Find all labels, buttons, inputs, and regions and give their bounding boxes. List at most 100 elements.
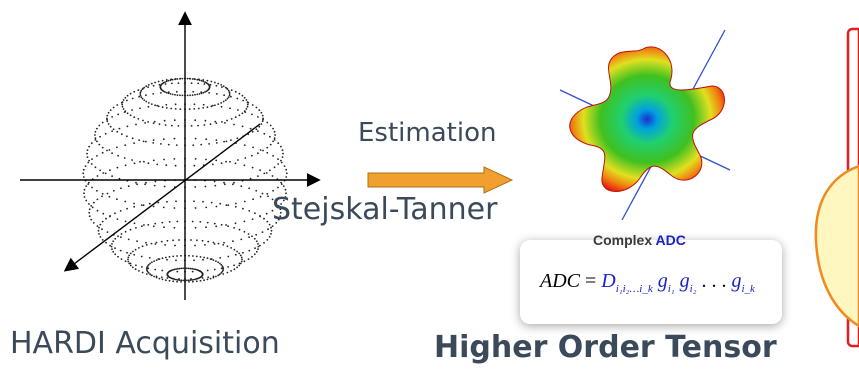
- sphere-dot: [133, 253, 136, 256]
- sphere-dot: [203, 124, 206, 126]
- sphere-dot: [186, 77, 189, 80]
- sphere-dot: [168, 221, 171, 223]
- sphere-dot: [91, 186, 93, 189]
- sphere-dot: [176, 279, 179, 281]
- sphere-dot: [144, 183, 147, 186]
- sphere-dot: [205, 206, 208, 209]
- sphere-dot: [257, 130, 259, 133]
- sphere-dot: [222, 85, 225, 88]
- sphere-dot: [255, 106, 258, 109]
- sphere-dot: [263, 172, 266, 175]
- sphere-dot: [101, 195, 103, 198]
- eq-gk-sub: i_k: [741, 283, 755, 295]
- sphere-dot: [192, 280, 194, 283]
- sphere-dot: [192, 90, 195, 93]
- sphere-dot: [242, 99, 245, 102]
- sphere-dot: [233, 268, 236, 271]
- sphere-dot: [208, 85, 211, 87]
- sphere-dot: [199, 221, 202, 223]
- sphere-dot: [244, 157, 247, 159]
- sphere-dot: [161, 269, 164, 272]
- sphere-dot: [150, 274, 153, 277]
- sphere-dot: [157, 258, 160, 260]
- sphere-dot: [157, 80, 160, 83]
- sphere-dot: [118, 127, 121, 130]
- sphere-dot: [180, 281, 182, 283]
- sphere-dot: [227, 255, 230, 258]
- sphere-dot: [191, 279, 194, 281]
- sphere-dot: [213, 243, 216, 245]
- sphere-dot: [126, 125, 129, 128]
- sphere-dot: [164, 91, 166, 93]
- sphere-dot: [131, 97, 134, 100]
- sphere-dot: [202, 103, 205, 106]
- adc-caption-highlight: ADC: [655, 232, 686, 248]
- sphere-dot: [155, 259, 158, 261]
- sphere-dot: [167, 92, 170, 95]
- sphere-dot: [116, 146, 118, 149]
- sphere-dot: [169, 93, 172, 95]
- sphere-dot: [227, 89, 230, 92]
- sphere-dot: [208, 143, 211, 145]
- sphere-dot: [198, 93, 201, 95]
- sphere-dot: [126, 94, 129, 97]
- sphere-dot: [164, 81, 166, 83]
- sphere-dot: [144, 122, 147, 124]
- sphere-dot: [190, 239, 192, 241]
- sphere-dot: [193, 164, 196, 167]
- sphere-dot: [219, 273, 221, 276]
- sphere-dot: [273, 137, 276, 140]
- sphere-dot: [280, 203, 282, 205]
- sphere-dot: [225, 160, 228, 163]
- sphere-dot: [215, 122, 218, 124]
- sphere-dot: [272, 127, 274, 130]
- sphere-dot: [232, 183, 234, 186]
- sphere-dot: [172, 277, 175, 280]
- sphere-dot: [96, 189, 98, 192]
- sphere-dot: [260, 111, 263, 114]
- sphere-dot: [82, 172, 85, 175]
- sphere-dot: [172, 255, 175, 258]
- sphere-dot: [215, 260, 217, 262]
- sphere-dot: [202, 107, 205, 109]
- sphere-dot: [86, 149, 89, 152]
- sphere-dot: [188, 281, 190, 283]
- sphere-dot: [141, 245, 144, 248]
- sphere-dot: [147, 162, 150, 165]
- sphere-dot: [99, 223, 102, 226]
- sphere-dot: [180, 267, 183, 270]
- sphere-dot: [127, 185, 130, 188]
- sphere-dot: [141, 88, 144, 90]
- sphere-dot: [281, 156, 284, 159]
- sphere-dot: [166, 258, 168, 261]
- sphere-dot: [157, 105, 160, 108]
- sphere-dot: [217, 261, 220, 264]
- sphere-dot: [265, 212, 268, 215]
- sphere-dot: [136, 240, 139, 243]
- sphere-dot: [104, 172, 107, 175]
- sphere-dot: [259, 195, 262, 198]
- sphere-dot: [168, 270, 171, 273]
- sphere-dot: [139, 107, 141, 110]
- sphere-dot: [226, 88, 229, 90]
- sphere-dot: [222, 100, 225, 103]
- sphere-dot: [120, 233, 123, 235]
- sphere-dot: [198, 79, 201, 82]
- sphere-dot: [212, 259, 215, 261]
- sphere-dot: [233, 181, 235, 184]
- sphere-dot: [214, 104, 216, 107]
- eq-lhs: ADC: [540, 270, 580, 292]
- sphere-dot: [243, 110, 246, 113]
- sphere-dot: [137, 89, 140, 91]
- sphere-dot: [266, 220, 269, 223]
- sphere-dot: [194, 78, 196, 81]
- sphere-dot: [109, 244, 111, 247]
- sphere-dot: [194, 158, 197, 160]
- sphere-dot: [273, 130, 276, 133]
- sphere-dot: [145, 181, 147, 184]
- sphere-dot: [195, 255, 198, 258]
- sphere-dot: [96, 140, 98, 143]
- sphere-dot: [217, 103, 220, 105]
- sphere-dot: [94, 134, 96, 136]
- sphere-dot: [175, 278, 178, 281]
